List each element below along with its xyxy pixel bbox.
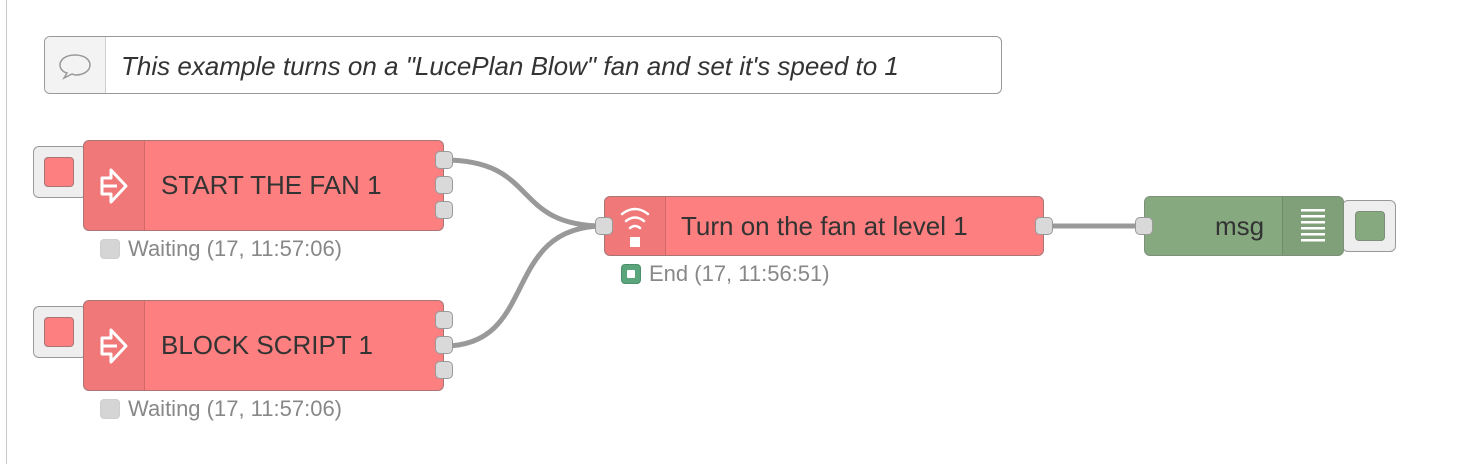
fan-control-node[interactable]: Turn on the fan at level 1 [604, 196, 1044, 256]
start-fan-status: Waiting (17, 11:57:06) [100, 236, 342, 262]
inject-trigger[interactable] [44, 317, 74, 347]
debug-icon-area [1282, 197, 1343, 255]
fan-control-status-text: End (17, 11:56:51) [649, 261, 830, 286]
debug-label: msg [1215, 210, 1265, 241]
debug-toggle[interactable] [1355, 211, 1385, 241]
fan-control-input-port[interactable] [595, 217, 613, 235]
start-fan-output-port-3[interactable] [435, 201, 453, 219]
start-fan-icon-area [84, 141, 145, 230]
block-script-output-port-3[interactable] [435, 361, 453, 379]
list-lines-icon [1301, 209, 1325, 242]
inject-trigger[interactable] [44, 157, 74, 187]
start-fan-node[interactable]: START THE FAN 1 [83, 140, 444, 231]
start-fan-label: START THE FAN 1 [161, 170, 382, 200]
fan-control-output-port[interactable] [1035, 217, 1053, 235]
block-script-label: BLOCK SCRIPT 1 [161, 330, 373, 360]
start-fan-status-text: Waiting (17, 11:57:06) [128, 236, 343, 261]
comment-icon-area [45, 37, 106, 93]
block-script-output-port-2[interactable] [435, 336, 453, 354]
debug-input-port[interactable] [1135, 217, 1153, 235]
speech-bubble-icon [59, 54, 91, 80]
debug-node[interactable]: msg [1144, 196, 1344, 256]
block-script-status: Waiting (17, 11:57:06) [100, 396, 342, 422]
start-fan-inject-button[interactable] [33, 146, 87, 198]
block-script-output-port-1[interactable] [435, 311, 453, 329]
comment-node[interactable]: This example turns on a "LucePlan Blow" … [44, 36, 1002, 94]
wire-start-to-fan [443, 157, 605, 229]
fan-control-status: End (17, 11:56:51) [621, 261, 830, 287]
wire-block-to-fan [443, 223, 605, 349]
status-waiting-indicator [100, 239, 120, 259]
fan-control-label: Turn on the fan at level 1 [681, 210, 968, 241]
start-fan-output-port-2[interactable] [435, 176, 453, 194]
block-script-inject-button[interactable] [33, 306, 87, 358]
block-script-status-text: Waiting (17, 11:57:06) [128, 396, 343, 421]
status-end-indicator [621, 264, 641, 284]
fan-control-icon-area [605, 197, 666, 255]
canvas-left-edge [0, 0, 7, 464]
comment-text: This example turns on a "LucePlan Blow" … [121, 51, 899, 81]
block-script-node[interactable]: BLOCK SCRIPT 1 [83, 300, 444, 391]
wifi-signal-icon [620, 207, 650, 247]
debug-toggle-button[interactable] [1342, 200, 1396, 252]
block-script-icon-area [84, 301, 145, 390]
arrow-right-icon [100, 328, 128, 364]
arrow-right-icon [100, 168, 128, 204]
start-fan-output-port-1[interactable] [435, 151, 453, 169]
status-waiting-indicator [100, 399, 120, 419]
